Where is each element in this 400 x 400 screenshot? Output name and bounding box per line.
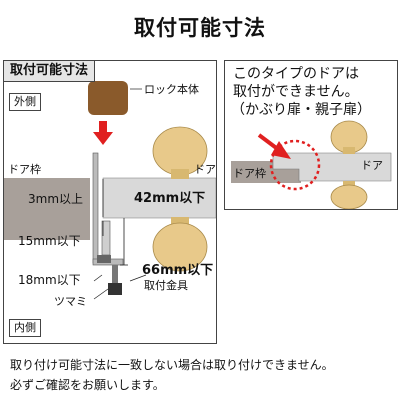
unsupported-door-diagram	[231, 120, 392, 209]
panel-heading: 取付可能寸法	[4, 61, 96, 82]
notice-line-2: 必ずご確認をお願いします。	[10, 378, 165, 392]
door-label: ドア	[361, 159, 383, 172]
door-frame-label: ドア枠	[8, 163, 41, 176]
lock-body-icon	[88, 81, 128, 115]
door-knob-top-icon	[152, 126, 208, 179]
pointer-arrow-icon	[257, 133, 291, 159]
inside-tag: 内側	[9, 319, 41, 337]
bracket-label: 取付金具	[144, 279, 188, 292]
lock-body-label: ロック本体	[144, 83, 199, 96]
notice-line-1: 取り付け可能寸法に一致しない場合は取り付けできません。	[10, 358, 334, 372]
mounting-bracket-shape	[92, 152, 99, 264]
dimension-42mm-label: 42mm以下	[134, 191, 206, 206]
door-frame-label: ドア枠	[233, 167, 266, 180]
warning-line-2: 取付ができません。	[233, 84, 359, 100]
dimension-18mm-label: 18mm以下	[18, 273, 81, 287]
door-frame-shape	[4, 178, 90, 240]
dimension-66mm-label: 66mm以下	[142, 263, 214, 278]
page-title: 取付可能寸法	[134, 16, 266, 40]
knob-label: ツマミ	[54, 295, 87, 308]
mounting-dimensions-panel: 取付可能寸法 外側 内側 ロック本体 ドア枠 ドア 3mm以上 42mm以下 1…	[3, 60, 217, 344]
outside-tag: 外側	[9, 93, 41, 111]
down-arrow-icon	[93, 121, 113, 145]
dimension-15mm-label: 15mm以下	[18, 234, 81, 248]
mounting-diagram	[4, 81, 216, 300]
warning-line-1: このタイプのドアは	[233, 66, 359, 82]
warning-line-3: （かぶり扉・親子扉）	[231, 102, 371, 118]
door-shape	[102, 177, 216, 219]
highlight-circle-icon	[269, 139, 321, 191]
dimension-3mm-label: 3mm以上	[28, 192, 84, 206]
knob-icon	[108, 283, 122, 295]
overlay-door-shape	[272, 152, 392, 182]
door-knob-bottom-icon	[152, 217, 208, 272]
door-knob-top-icon	[330, 120, 368, 154]
door-knob-bottom-icon	[330, 181, 368, 209]
door-label: ドア	[194, 163, 216, 176]
unsupported-door-panel: このタイプのドアは 取付ができません。 （かぶり扉・親子扉） ドア枠 ドア	[224, 60, 398, 210]
